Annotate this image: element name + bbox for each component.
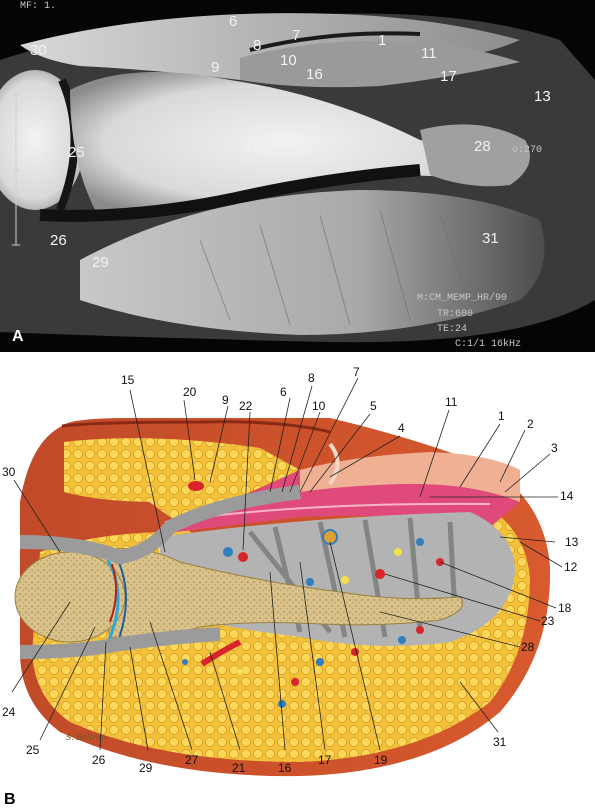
label-1: 1 [498,409,505,423]
label-5: 5 [370,399,377,413]
scale-ruler [12,94,20,246]
mri-label-13: 13 [534,88,551,105]
label-13: 13 [565,535,579,549]
label-8: 8 [308,371,315,385]
label-15: 15 [121,373,135,387]
panel-a-letter: A [12,328,24,345]
vessel-dots [182,481,444,708]
label-22: 22 [239,399,253,413]
anatomy-illustration-panel: S. Beltran [0,352,595,808]
mri-label-31: 31 [482,230,499,247]
label-31: 31 [493,735,507,749]
label-2: 2 [527,417,534,431]
label-19: 19 [374,753,388,767]
label-27: 27 [185,753,199,767]
illustrator-signature: S. Beltran [66,733,106,742]
label-16: 16 [278,761,292,775]
mri-label-27: 27 [243,138,260,155]
label-4: 4 [398,421,405,435]
mri-label-8: 8 [253,37,261,54]
scanner-text-te: TE:24 [437,324,467,335]
scanner-text-tr: TR:600 [437,309,473,320]
label-14: 14 [560,489,574,503]
label-12: 12 [564,560,578,574]
mri-label-1: 1 [378,32,386,49]
mri-label-16: 16 [306,66,323,83]
label-11: 11 [445,395,458,409]
scanner-text-top: MF: 1. [20,1,56,12]
mri-label-17: 17 [440,68,457,85]
label-6: 6 [280,385,287,399]
label-9: 9 [222,393,229,407]
mri-image: MF: 1. o:270 M:CM_MEMP_HR/90 TR:600 TE:2… [0,0,595,352]
label-30: 30 [2,465,16,479]
label-29: 29 [139,761,153,775]
label-28: 28 [521,640,535,654]
label-24: 24 [2,705,16,719]
anatomy-illustration: S. Beltran [2,365,579,808]
mri-label-11: 11 [421,45,437,62]
label-25: 25 [26,743,40,757]
label-23: 23 [541,614,555,628]
label-26: 26 [92,753,106,767]
mri-label-24: 24 [24,125,41,142]
label-7: 7 [353,365,360,379]
label-17: 17 [318,753,332,767]
label-20: 20 [183,385,197,399]
mri-label-7: 7 [292,27,300,44]
mri-label-26: 26 [50,232,67,249]
leader-lines [11,377,563,751]
scanner-text-bw: C:1/1 16kHz [455,338,521,350]
scanner-text-o270: o:270 [512,145,542,156]
label-3: 3 [551,441,558,455]
label-10: 10 [312,399,326,413]
mri-label-10: 10 [280,52,297,69]
label-18: 18 [558,601,572,615]
mri-label-9: 9 [211,59,219,76]
scanner-text-seq: M:CM_MEMP_HR/90 [417,292,507,304]
mri-label-30: 30 [30,42,47,59]
mri-label-25: 25 [68,144,85,161]
mri-label-28: 28 [474,138,491,155]
mri-label-6: 6 [229,13,237,30]
mri-label-29: 29 [92,254,109,271]
panel-b-letter: B [4,791,16,808]
label-21: 21 [232,761,246,775]
mri-panel: MF: 1. o:270 M:CM_MEMP_HR/90 TR:600 TE:2… [0,0,595,352]
